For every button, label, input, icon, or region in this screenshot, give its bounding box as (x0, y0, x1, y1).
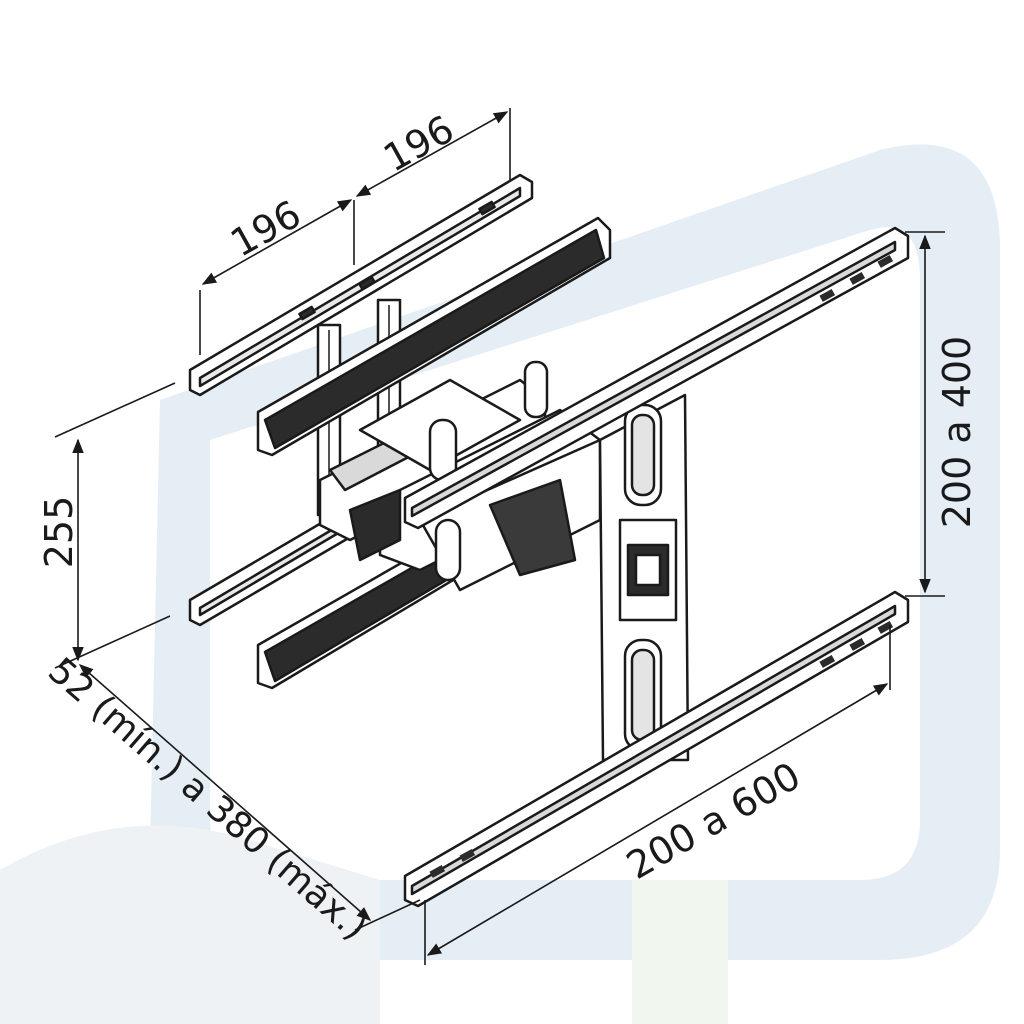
dim-label-top-right: 196 (376, 107, 461, 181)
watermark-blob-green (632, 880, 728, 1024)
dimension-lines (54, 108, 945, 965)
dim-label-wall-height: 255 (37, 496, 81, 569)
articulating-arms (318, 360, 602, 592)
dim-label-top-left: 196 (223, 192, 308, 266)
watermark-frame (150, 144, 1000, 960)
dim-label-vesa-vertical: 200 a 400 (935, 336, 979, 529)
tv-plate-spine (598, 393, 690, 762)
